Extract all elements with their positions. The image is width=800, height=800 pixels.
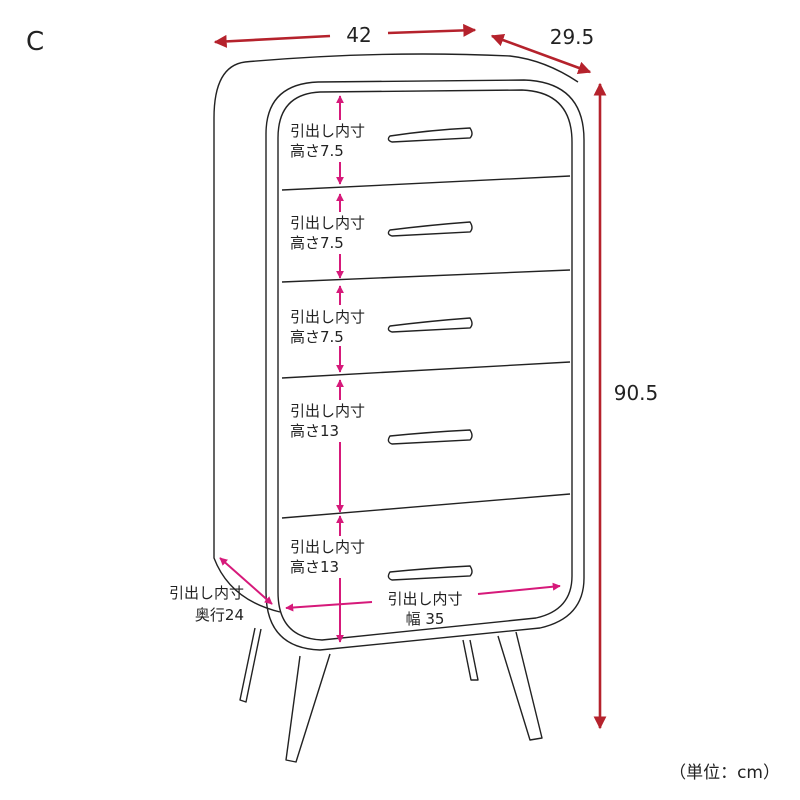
leg-back-left <box>239 627 262 703</box>
depth-arrow <box>490 33 592 75</box>
drawer-1-line2: 高さ7.5 <box>290 142 344 160</box>
drawer-5-line2: 高さ13 <box>290 558 339 576</box>
drawer-handle <box>387 127 473 143</box>
drawer-divider <box>281 175 571 191</box>
leg-front-left <box>285 653 331 763</box>
overall-width-label: 42 <box>346 23 371 47</box>
width-arrow-left <box>213 34 331 48</box>
drawer-divider <box>281 269 571 283</box>
inner-width-arrow-left <box>285 601 373 612</box>
leg-back-right <box>462 639 479 681</box>
drawer-2-line1: 引出し内寸 <box>290 214 365 232</box>
cabinet-outline <box>213 53 585 763</box>
drawer-handle <box>387 429 473 445</box>
unit-note: （単位：cm） <box>669 763 780 783</box>
drawer-1-line1: 引出し内寸 <box>290 122 365 140</box>
inner-width-line2: 幅 35 <box>406 610 445 628</box>
drawer-handles <box>387 127 473 581</box>
drawer-3-line1: 引出し内寸 <box>290 308 365 326</box>
drawer-divider <box>281 361 571 379</box>
drawer-handle <box>387 221 473 237</box>
inner-depth-line2: 奥行24 <box>195 606 244 624</box>
front-frame-inner <box>277 89 573 641</box>
leg-front-right <box>497 631 543 741</box>
drawer-divider <box>281 493 571 519</box>
drawer-2-line2: 高さ7.5 <box>290 234 344 252</box>
inner-width-line1: 引出し内寸 <box>387 590 462 608</box>
inner-depth-line1: 引出し内寸 <box>169 584 244 602</box>
drawer-handle <box>387 565 473 581</box>
width-arrow-right <box>387 23 477 37</box>
cabinet-left-side <box>213 61 281 613</box>
drawer-labels: 引出し内寸 高さ7.5 引出し内寸 高さ7.5 引出し内寸 高さ7.5 引出し内… <box>290 122 365 576</box>
drawer-3-line2: 高さ7.5 <box>290 328 344 346</box>
front-frame-outer <box>265 79 585 651</box>
drawer-4-line1: 引出し内寸 <box>290 402 365 420</box>
overall-height-label: 90.5 <box>614 381 659 405</box>
cabinet-top <box>244 53 579 83</box>
drawer-handle <box>387 317 473 333</box>
overall-dimensions <box>213 23 607 730</box>
inner-width-dimension <box>285 582 561 612</box>
drawer-5-line1: 引出し内寸 <box>290 538 365 556</box>
figure-label: C <box>26 27 44 57</box>
inner-width-arrow-right <box>477 582 561 595</box>
overall-depth-label: 29.5 <box>550 25 595 49</box>
inner-depth-arrow <box>219 557 273 605</box>
drawer-4-line2: 高さ13 <box>290 422 339 440</box>
